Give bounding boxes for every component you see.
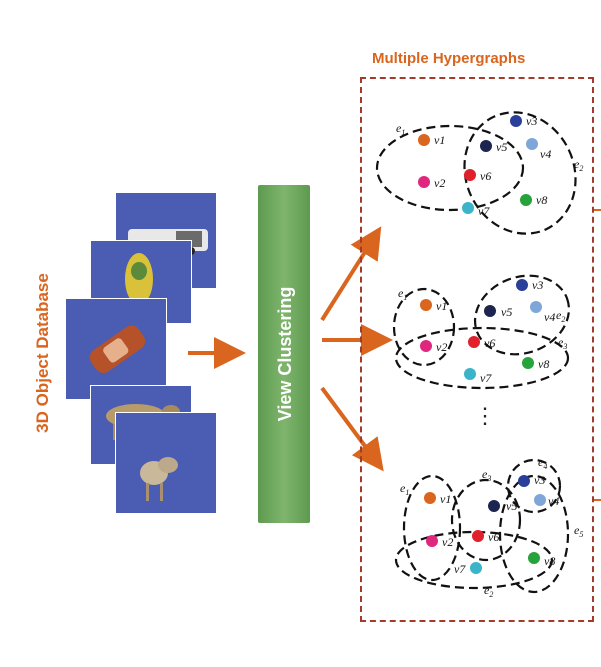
hypergraphs-panel [360, 77, 594, 622]
edge-label-e1: e1 [400, 481, 409, 497]
vertex-label-v7: v7 [480, 371, 492, 385]
vertex-label-v5: v5 [506, 499, 517, 513]
hyperedge-e1 [375, 124, 525, 212]
database-label: 3D Object Database [33, 273, 52, 433]
edge-label-e1: e1 [398, 286, 407, 302]
edge-label-e1: e1 [396, 121, 405, 137]
edge-label-e2: e2 [574, 157, 583, 173]
hyperedge-e1 [402, 474, 462, 582]
vertex-label-v6: v6 [484, 336, 495, 350]
hyperedge-e4 [506, 458, 562, 514]
vertex-v5 [484, 305, 496, 317]
vertex-v6 [472, 530, 484, 542]
vertex-v2 [426, 535, 438, 547]
vertex-label-v5: v5 [501, 305, 512, 319]
vertex-v1 [424, 492, 436, 504]
vertex-v8 [520, 194, 532, 206]
hyperedge-e3 [450, 478, 522, 562]
hyperedge-e3 [394, 326, 570, 390]
vertex-v3 [516, 279, 528, 291]
vertices-3 [424, 475, 546, 574]
edge-label-e3: e3 [482, 467, 491, 483]
edge-label-e5: e5 [574, 523, 583, 539]
view-clustering-label: View Clustering [275, 287, 295, 422]
arrow-to-graph-1 [320, 226, 382, 322]
vertex-label-v5: v5 [496, 140, 507, 154]
vertex-label-v4: v4 [544, 310, 555, 324]
vertex-label-v2: v2 [442, 535, 453, 549]
vertex-label-v7: v7 [478, 204, 490, 218]
photo-red-car [65, 298, 167, 400]
vertex-label-v7: v7 [454, 562, 466, 576]
vertex-label-v4: v4 [540, 147, 551, 161]
panel-connector [594, 209, 601, 501]
vertices-2 [420, 279, 542, 380]
vertex-v4 [526, 138, 538, 150]
red-car-image [89, 325, 146, 373]
hypergraphs-title: Multiple Hypergraphs [372, 50, 526, 67]
vertex-label-v6: v6 [488, 530, 499, 544]
hypergraph-1: e1 e2 v1 v2 v3 v4 v5 v6 v7 v8 [375, 111, 583, 235]
vertex-label-v1: v1 [434, 133, 445, 147]
vertex-label-v2: v2 [436, 340, 447, 354]
hyperedge-e5 [498, 474, 570, 594]
vertex-label-v3: v3 [526, 114, 537, 128]
vertex-v7 [462, 202, 474, 214]
vertex-v3 [518, 475, 530, 487]
vertex-v6 [468, 336, 480, 348]
vertex-v2 [420, 340, 432, 352]
hyperedge-e2 [463, 111, 577, 235]
hypergraph-3: e1 e2 e3 e4 e5 v1 v2 v3 v4 v5 v6 v7 v8 [394, 455, 583, 598]
yellow-car-image [125, 253, 153, 305]
edge-label-e2: e2 [556, 308, 565, 324]
vertex-v6 [464, 169, 476, 181]
hyperedge-e2 [473, 274, 571, 356]
goat-image [140, 457, 178, 501]
vertex-v4 [534, 494, 546, 506]
hyperedge-e2 [394, 530, 554, 590]
vertex-v4 [530, 301, 542, 313]
vertex-label-v8: v8 [538, 357, 549, 371]
arrow-to-graph-3 [320, 386, 384, 472]
hyperedge-e1 [392, 287, 456, 367]
vertex-label-v1: v1 [436, 299, 447, 313]
view-clustering-box: View Clustering [258, 185, 310, 523]
view-clustering-text: View Clustering [275, 287, 295, 422]
vertex-v1 [418, 134, 430, 146]
vertex-label-v6: v6 [480, 169, 491, 183]
vertex-v5 [480, 140, 492, 152]
vertices-1 [418, 115, 538, 214]
vertex-label-v1: v1 [440, 492, 451, 506]
vertex-v8 [528, 552, 540, 564]
more-graphs-ellipsis: ⋮ [474, 403, 496, 428]
vertex-v8 [522, 357, 534, 369]
photo-goat [115, 412, 217, 514]
hypergraph-2: e1 e2 e3 v1 v2 v3 v4 v5 v6 v7 v8 [392, 274, 571, 390]
vertex-label-v8: v8 [536, 193, 547, 207]
vertex-label-v8: v8 [544, 554, 555, 568]
edge-label-e2: e2 [484, 583, 493, 598]
database-label-text: 3D Object Database [33, 273, 52, 433]
vertex-v3 [510, 115, 522, 127]
vertex-label-v3: v3 [532, 278, 543, 292]
edge-label-e4: e4 [538, 455, 547, 471]
edge-label-e3: e3 [558, 335, 567, 351]
vertex-v5 [488, 500, 500, 512]
vertex-v1 [420, 299, 432, 311]
vertex-v7 [464, 368, 476, 380]
vertex-label-v2: v2 [434, 176, 445, 190]
vertex-v7 [470, 562, 482, 574]
vertex-v2 [418, 176, 430, 188]
vertex-label-v3: v3 [534, 473, 545, 487]
vertex-label-v4: v4 [548, 494, 559, 508]
